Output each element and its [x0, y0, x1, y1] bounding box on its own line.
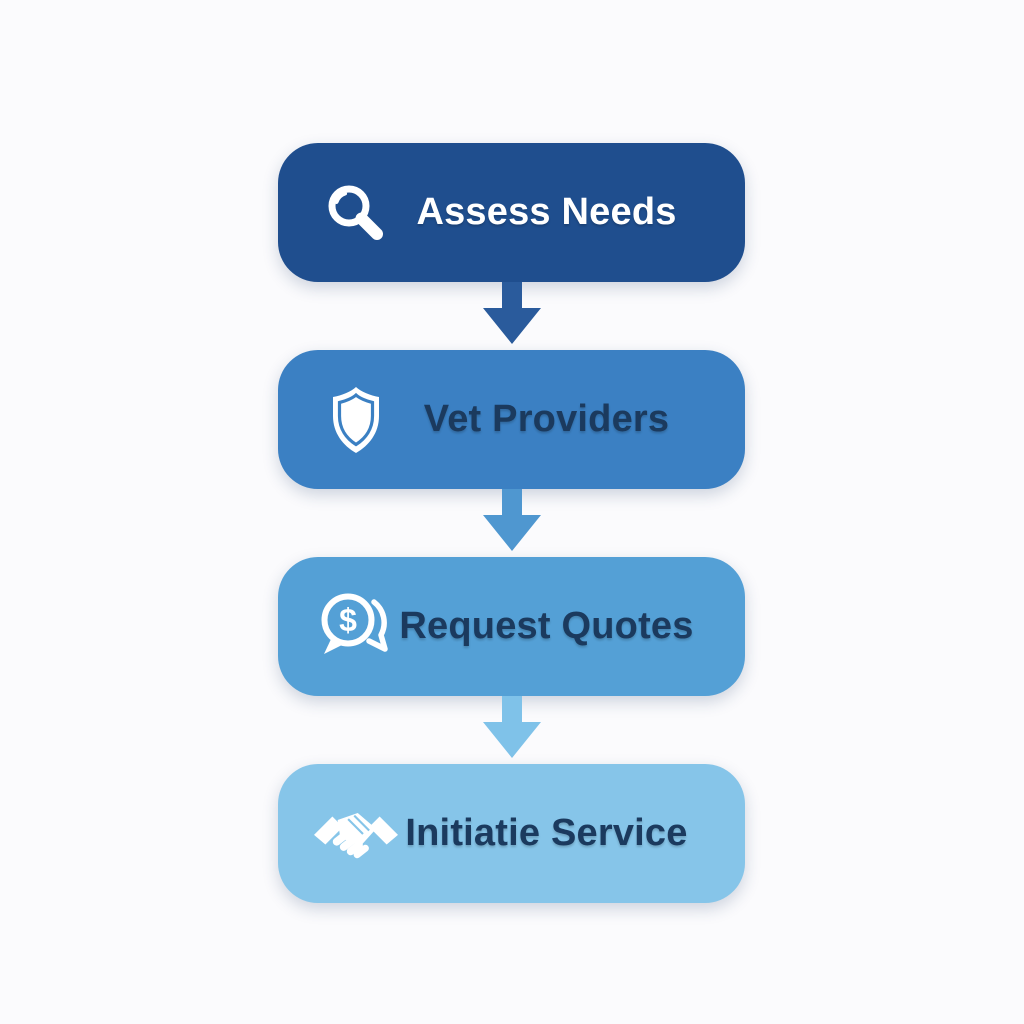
shield-icon-svg [333, 386, 379, 453]
down-arrow-icon [482, 489, 541, 551]
down-arrow-icon [482, 282, 541, 344]
handshake-icon-svg [314, 812, 398, 858]
handshake-icon [314, 801, 398, 867]
shield-icon [314, 385, 398, 455]
step-label-request-quotes: Request Quotes [399, 605, 694, 647]
step-box-assess-needs: Assess Needs [278, 143, 745, 282]
flow-arrow-1 [278, 282, 745, 350]
money-chat-icon-svg: $ [321, 593, 388, 654]
step-box-vet-providers: Vet Providers [278, 350, 745, 489]
process-flow: Assess Needs Vet Providers [278, 143, 745, 903]
down-arrow-icon [482, 696, 541, 758]
step-box-initiate-service: Initiatie Service [278, 764, 745, 903]
magnifier-icon-svg [328, 185, 383, 240]
money-chat-icon: $ [314, 590, 398, 664]
flow-arrow-3 [278, 696, 745, 764]
step-label-vet-providers: Vet Providers [423, 398, 670, 440]
flow-arrow-2 [278, 489, 745, 557]
dollar-glyph: $ [339, 602, 357, 638]
step-label-initiate-service: Initiatie Service [405, 812, 688, 854]
step-label-assess-needs: Assess Needs [416, 191, 677, 233]
magnifier-icon [314, 181, 398, 245]
step-box-request-quotes: $ Request Quotes [278, 557, 745, 696]
